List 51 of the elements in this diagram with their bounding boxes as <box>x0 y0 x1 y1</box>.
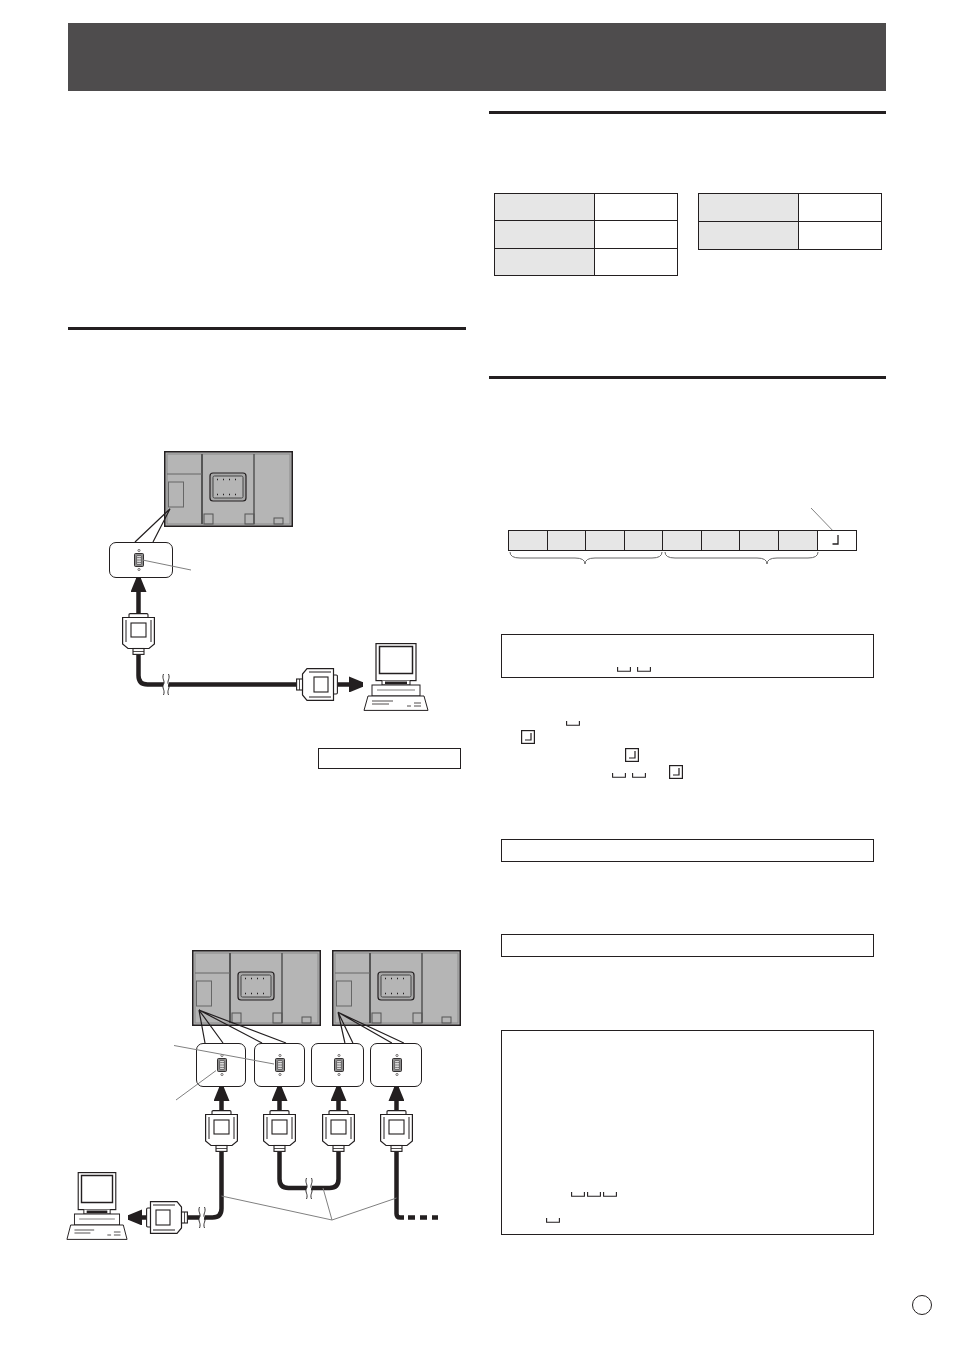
callout-bubble <box>370 1043 422 1087</box>
command-cell <box>508 530 548 551</box>
leader-line <box>142 559 192 571</box>
command-cell <box>662 530 702 551</box>
port-drawing <box>334 1054 344 1076</box>
callout-pointer <box>198 1009 287 1044</box>
command-cell <box>817 530 857 551</box>
callout-pointer <box>337 1011 405 1044</box>
callout-bubble <box>254 1043 305 1087</box>
computer-drawing <box>66 1172 128 1240</box>
callout-bubble <box>196 1043 246 1087</box>
note-box <box>501 934 874 957</box>
note-box <box>318 748 461 769</box>
cable <box>188 1152 224 1220</box>
leader-line <box>810 507 833 531</box>
note-box <box>501 1030 874 1235</box>
command-cell <box>585 530 625 551</box>
header-band <box>68 23 886 91</box>
plug-drawing <box>380 1110 413 1152</box>
port-drawing <box>275 1054 285 1076</box>
cable <box>394 1149 441 1220</box>
plug-drawing <box>296 668 338 701</box>
port-drawing <box>392 1054 402 1076</box>
display-drawing <box>192 950 321 1026</box>
cable <box>277 1152 341 1191</box>
leader-line <box>173 1045 275 1065</box>
display-drawing <box>164 451 293 527</box>
plug-drawing <box>205 1110 238 1152</box>
command-cell <box>701 530 740 551</box>
port-drawing <box>217 1054 227 1076</box>
plug-drawing <box>263 1110 296 1152</box>
callout-pointer <box>337 1011 354 1044</box>
command-cell <box>739 530 779 551</box>
callout-pointer <box>134 508 171 543</box>
callout-bubble <box>109 542 173 578</box>
note-box <box>501 839 874 862</box>
plug-drawing <box>322 1110 355 1152</box>
display-drawing <box>332 950 461 1026</box>
command-cell <box>778 530 818 551</box>
plug-drawing <box>146 1201 188 1234</box>
circle-mark <box>912 1295 932 1315</box>
plug-drawing <box>122 613 155 655</box>
command-cell <box>624 530 663 551</box>
callout-pointer <box>198 1009 224 1044</box>
cable <box>136 655 296 687</box>
leader-line <box>175 1070 217 1101</box>
command-cell <box>547 530 586 551</box>
port-drawing <box>134 549 144 571</box>
callout-bubble <box>311 1043 364 1087</box>
computer-drawing <box>363 643 429 711</box>
note-box <box>501 634 874 678</box>
